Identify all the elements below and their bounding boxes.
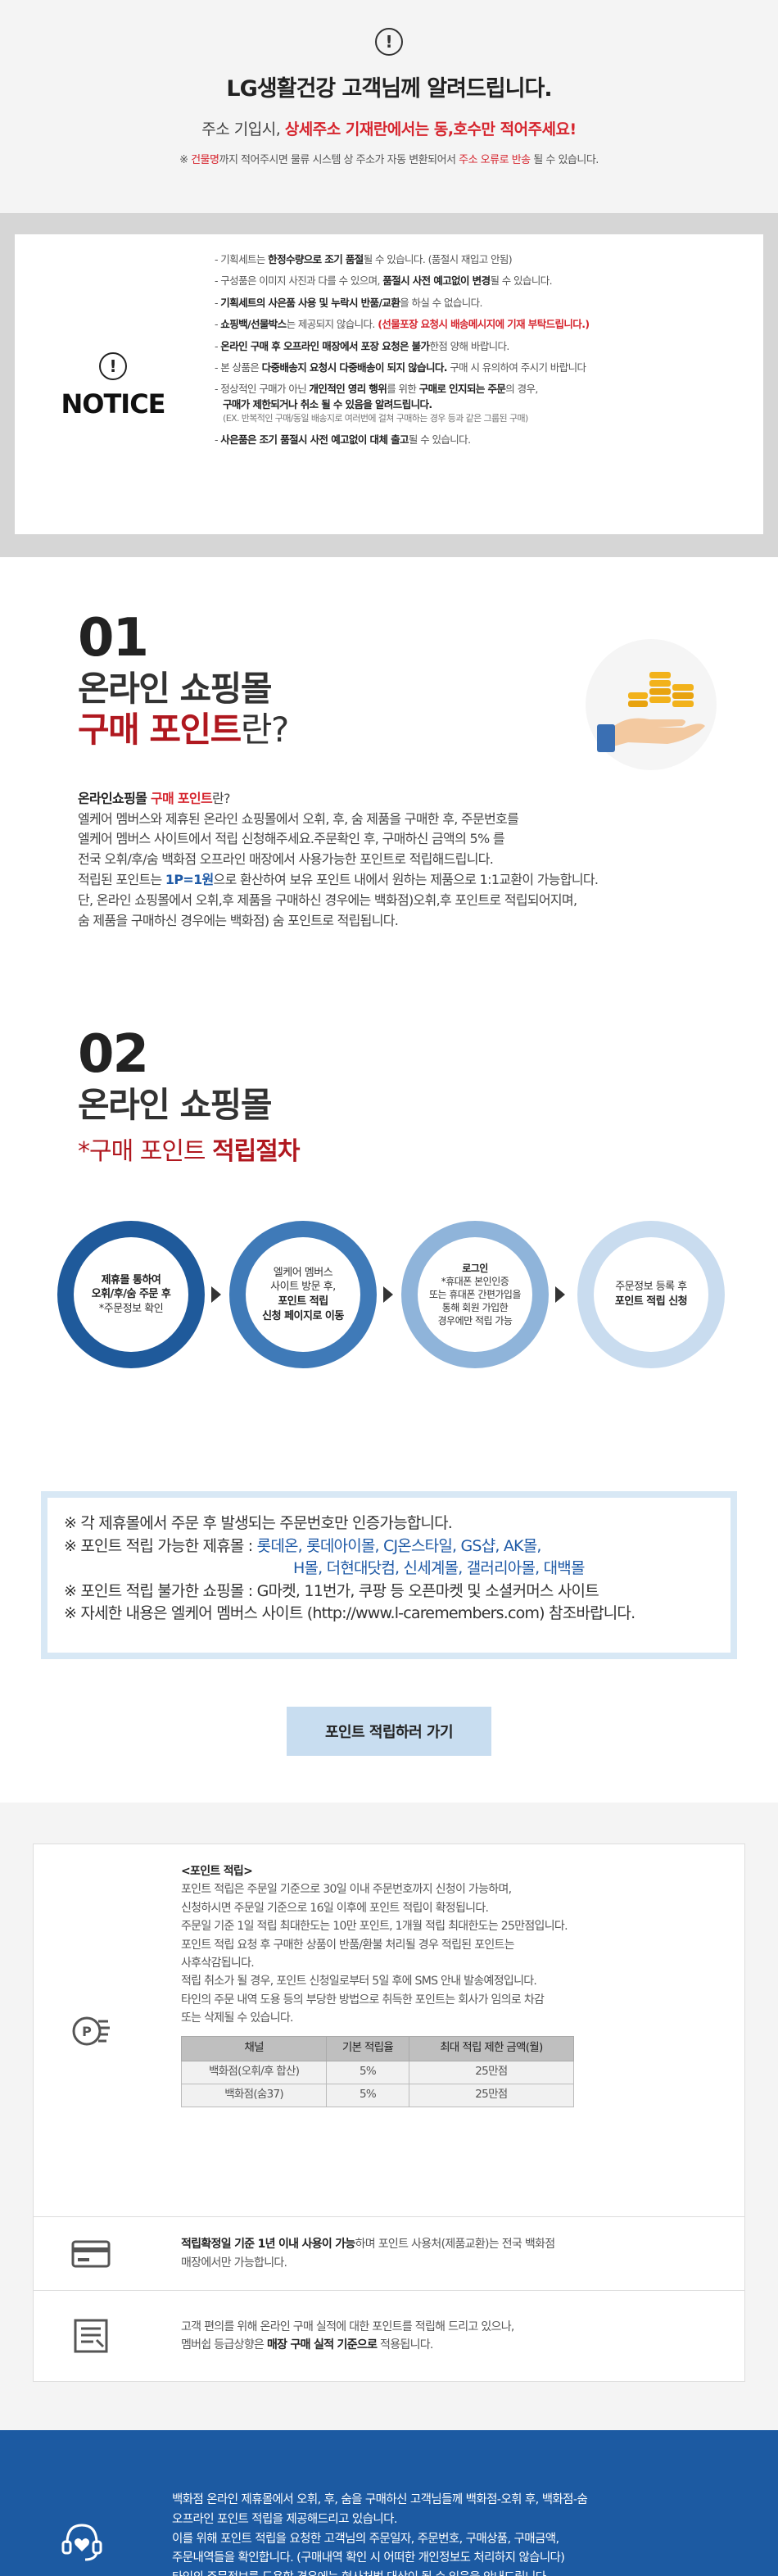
- document-icon: [34, 2291, 148, 2381]
- notice-section: ! NOTICE - 기획세트는 한정수량으로 조기 품절될 수 있습니다. (…: [0, 213, 778, 557]
- notice-item: - 본 상품은 다중배송지 요청시 다중배송이 되지 않습니다. 구매 시 유의…: [215, 361, 586, 374]
- arrow-right-icon: [383, 1286, 393, 1303]
- notice-item: - 쇼핑백/선물박스는 제공되지 않습니다. (선물포장 요청시 배송메시지에 …: [215, 318, 590, 331]
- coin-stack-icon: P: [34, 1844, 148, 2216]
- headset-heart-icon: [37, 2515, 127, 2565]
- note-red-return: 주소 오류로 반송: [459, 154, 531, 166]
- go-to-point-button[interactable]: 포인트 적립하러 가기: [287, 1706, 491, 1756]
- section-subtitle: *구매 포인트 적립절차: [78, 1137, 300, 1167]
- notice-item: - 구성품은 이미지 사진과 다를 수 있으며, 품절시 사전 예고없이 변경될…: [215, 274, 553, 288]
- point-info-box: P <포인트 적립> 포인트 적립은 주문일 기준으로 30일 이내 주문번호까…: [33, 1844, 745, 2382]
- table-row: 백화점(숨37) 5% 25만점: [180, 2083, 575, 2107]
- notice-item: - 사은품은 조기 품절시 사전 예고없이 대체 출고될 수 있습니다.: [215, 433, 471, 446]
- card-icon: [34, 2217, 148, 2290]
- coin-hand-icon: [586, 639, 717, 770]
- alert-sub-prefix: 주소 기입시,: [201, 120, 285, 138]
- note-prefix: ※: [179, 154, 192, 166]
- partner-mall-info: ※ 각 제휴몰에서 주문 후 발생되는 주문번호만 인증가능합니다. ※ 포인트…: [41, 1491, 737, 1659]
- alert-sub-highlight: 상세주소 기재란에서는 동,호수만 적어주세요!: [284, 120, 577, 138]
- svg-text:P: P: [82, 2024, 92, 2039]
- exclamation-icon: !: [375, 28, 403, 56]
- accrual-details: <포인트 적립> 포인트 적립은 주문일 기준으로 30일 이내 주문번호까지 …: [148, 1844, 744, 2216]
- note-mid: 까지 적어주시면 물류 시스템 상 주소가 자동 변환되어서: [219, 154, 459, 166]
- exclamation-icon: !: [99, 352, 127, 380]
- privacy-footer: 백화점 온라인 제휴몰에서 오휘, 후, 숨을 구매하신 고객님들께 백화점-오…: [0, 2430, 778, 2576]
- table-row: 백화점(오휘/후 합산) 5% 25만점: [180, 2060, 575, 2084]
- alert-note: ※ 건물명까지 적어주시면 물류 시스템 상 주소가 자동 변환되어서 주소 오…: [0, 151, 778, 166]
- info-row-usage: 적립확정일 기준 1년 이내 사용이 가능하며 포인트 사용처(제품교환)는 전…: [34, 2217, 744, 2291]
- privacy-notice-text: 백화점 온라인 제휴몰에서 오휘, 후, 숨을 구매하신 고객님들께 백화점-오…: [172, 2492, 588, 2576]
- section-purchase-point: 01 온라인 쇼핑몰 구매 포인트란? 온라인쇼핑몰 구매 포인트란? 엘케어 …: [0, 557, 778, 983]
- section-title: 온라인 쇼핑몰: [78, 1085, 272, 1125]
- info-row-accrual: P <포인트 적립> 포인트 적립은 주문일 기준으로 30일 이내 주문번호까…: [34, 1844, 744, 2217]
- note-end: 될 수 있습니다.: [530, 154, 599, 166]
- notice-list: - 기획세트는 한정수량으로 조기 품절될 수 있습니다. (품절시 재입고 안…: [195, 253, 747, 518]
- point-info-section: P <포인트 적립> 포인트 적립은 주문일 기준으로 30일 이내 주문번호까…: [0, 1803, 778, 2430]
- membership-details: 고객 편의를 위해 온라인 구매 실적에 대한 포인트를 적립해 드리고 있으나…: [181, 2320, 514, 2352]
- note-red-building: 건물명: [191, 154, 219, 166]
- button-area: 포인트 적립하러 가기: [0, 1659, 778, 1803]
- notice-label: NOTICE: [61, 388, 165, 420]
- accrual-rate-table: 채널 기본 적립율 최대 적립 제한 금액(월) 백화점(오휘/후 합산) 5%…: [180, 2035, 575, 2107]
- section-number: 02: [78, 1024, 149, 1085]
- notice-item: - 정상적인 구매가 아닌 개인적인 영리 행위를 위한 구매로 인지되는 주문…: [215, 383, 538, 424]
- notice-box: ! NOTICE - 기획세트는 한정수량으로 조기 품절될 수 있습니다. (…: [15, 234, 763, 534]
- alert-subtitle: 주소 기입시, 상세주소 기재란에서는 동,호수만 적어주세요!: [0, 117, 778, 139]
- arrow-right-icon: [555, 1286, 565, 1303]
- usage-details: 적립확정일 기준 1년 이내 사용이 가능하며 포인트 사용처(제품교환)는 전…: [181, 2238, 555, 2270]
- info-row-membership: 고객 편의를 위해 온라인 구매 실적에 대한 포인트를 적립해 드리고 있으나…: [34, 2291, 744, 2381]
- section-title: 온라인 쇼핑몰: [78, 669, 272, 709]
- notice-label-block: ! NOTICE: [31, 254, 195, 518]
- purchase-point-description: 온라인쇼핑몰 구매 포인트란? 엘케어 멤버스와 제휴된 온라인 쇼핑몰에서 오…: [78, 790, 599, 928]
- notice-item: - 기획세트는 한정수량으로 조기 품절될 수 있습니다. (품절시 재입고 안…: [215, 253, 513, 265]
- address-alert: ! LG생활건강 고객님께 알려드립니다. 주소 기입시, 상세주소 기재란에서…: [0, 0, 778, 213]
- notice-item: - 기획세트의 사은품 사용 및 누락시 반품/교환을 하실 수 없습니다.: [215, 296, 483, 309]
- notice-item: - 온라인 구매 후 오프라인 매장에서 포장 요청은 불가한점 양해 바랍니다…: [215, 339, 509, 352]
- arrow-right-icon: [211, 1286, 221, 1303]
- section-number: 01: [78, 608, 149, 669]
- alert-title: LG생활건강 고객님께 알려드립니다.: [226, 76, 552, 102]
- section-title-2: 구매 포인트란?: [78, 710, 289, 751]
